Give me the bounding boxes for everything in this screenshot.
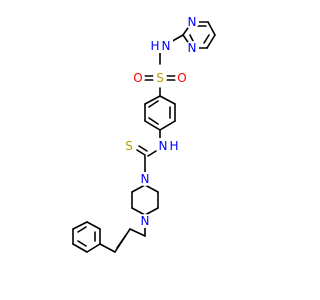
piperazine-n1-background [138,172,152,186]
bond [77,226,87,233]
pyrimidine-n3-background [185,41,199,55]
bond [159,95,176,105]
thiocarbonyl-s-label: S [125,139,133,153]
sulfonyl-o-left-background [131,71,145,85]
pyrimidine-n3-label: N [188,41,197,55]
sulfonyl-s-background [153,71,167,85]
sulfonamide-nh-background [149,39,173,53]
bond [129,228,146,237]
bond [99,243,116,253]
thioamide-h-label: H [169,139,178,153]
bond [144,184,159,193]
sulfonamide-h-label: H [150,39,159,53]
bond [144,207,159,216]
thiocarbonyl-s-background [122,139,136,153]
sulfonyl-o-right-background [175,71,189,85]
bond [136,149,146,156]
piperazine-n4-label: N [141,214,150,228]
thioamide-nh-background [157,138,181,152]
sulfonyl-s-label: S [156,71,164,85]
bond [131,207,146,216]
bond [144,120,161,131]
bond [86,243,101,253]
bond [116,234,127,249]
bond [159,120,176,131]
pyrimidine-n1-label: N [188,15,197,29]
pyrimidine-n1-background [185,15,199,29]
bond [203,34,210,44]
bond [72,221,88,230]
piperazine-n4-background [138,214,152,228]
sulfonyl-o-left-label: O [133,71,142,85]
sulfonyl-o-right-label: O [177,71,186,85]
bond [86,221,101,230]
bond [148,117,159,125]
bond [148,100,159,108]
bond [147,150,157,157]
bond [206,34,216,49]
bond [77,240,87,247]
piperazine-n1-label: N [141,172,150,186]
bond [131,184,146,193]
bond [207,21,216,36]
bond [138,145,148,152]
atom-labels: N N H N S O O N H S N N [122,15,199,228]
molecule-diagram: N N H N S O O N H S N N [72,15,216,253]
bond [72,243,88,253]
thioamide-n-label: N [159,139,168,153]
sulfonamide-n-label: N [162,39,171,53]
bond [144,95,161,105]
